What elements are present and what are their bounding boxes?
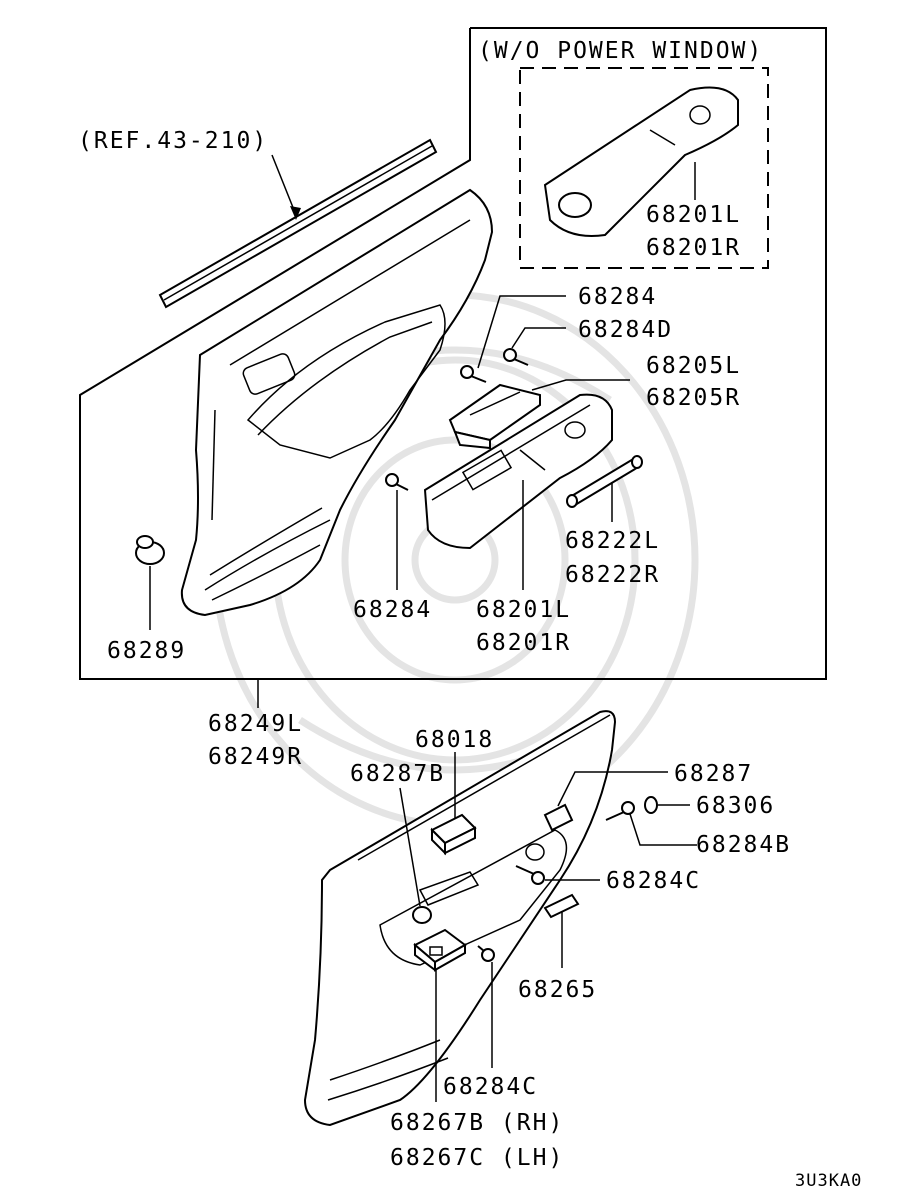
label-68205l: 68205L <box>646 353 741 379</box>
label-68222l: 68222L <box>565 528 660 554</box>
label-ref: (REF.43-210) <box>78 128 268 154</box>
window-switch-68018 <box>430 813 477 856</box>
leader-68284b <box>629 813 697 846</box>
pad-68265 <box>543 893 580 919</box>
label-68287: 68287 <box>674 761 753 787</box>
rod-68222 <box>566 455 643 508</box>
label-68289: 68289 <box>107 638 186 664</box>
ring-68306 <box>644 796 658 814</box>
label-68222r: 68222R <box>565 562 660 588</box>
leader-68205 <box>531 379 630 391</box>
label-68267b: 68267B (RH) <box>390 1110 564 1136</box>
cover-68287 <box>543 803 574 832</box>
leader-68287 <box>557 771 668 807</box>
door-trim-panel-upper <box>180 188 494 617</box>
label-68201l-inset: 68201L <box>646 202 741 228</box>
armrest-68201 <box>423 393 613 550</box>
label-68284-panel: 68284 <box>353 597 432 623</box>
no-power-window-inset-box <box>519 67 769 269</box>
screw-68284d <box>503 348 529 366</box>
label-68205r: 68205R <box>646 385 741 411</box>
label-68284c-upper: 68284C <box>606 868 701 894</box>
screw-68284-b <box>460 365 487 383</box>
leader-68284d <box>511 327 566 349</box>
ref-arrow <box>290 206 301 220</box>
screw-68284c-b <box>477 945 495 962</box>
leader-68287b <box>399 787 421 907</box>
ref-leader <box>271 154 297 216</box>
bracket-68267 <box>413 928 467 972</box>
clip-68289 <box>135 535 165 565</box>
label-68306: 68306 <box>696 793 775 819</box>
label-68284b: 68284B <box>696 832 791 858</box>
label-68201l: 68201L <box>476 597 571 623</box>
leader-68284-b <box>477 295 566 369</box>
label-68201r: 68201R <box>476 630 571 656</box>
label-diagram-code: 3U3KA0 <box>795 1171 862 1187</box>
label-inset-title: (W/O POWER WINDOW) <box>478 38 763 64</box>
screw-68284b <box>605 801 635 821</box>
screw-68284-a <box>385 473 409 491</box>
label-68018: 68018 <box>415 727 494 753</box>
screw-68284c-a <box>515 865 545 885</box>
label-68284d: 68284D <box>578 317 673 343</box>
label-68201r-inset: 68201R <box>646 235 741 261</box>
label-68287b: 68287B <box>350 761 445 787</box>
upper-assembly-frame <box>79 27 827 680</box>
label-68284c-lower: 68284C <box>443 1074 538 1100</box>
label-68284-top: 68284 <box>578 284 657 310</box>
bracket-68205 <box>448 383 541 450</box>
label-68249r: 68249R <box>208 744 303 770</box>
label-68265: 68265 <box>518 977 597 1003</box>
belt-moulding-strip <box>158 138 438 309</box>
armrest-68201-inset <box>543 86 739 237</box>
label-68267c: 68267C (LH) <box>390 1145 564 1171</box>
label-68249l: 68249L <box>208 711 303 737</box>
clip-68287b <box>412 906 432 924</box>
